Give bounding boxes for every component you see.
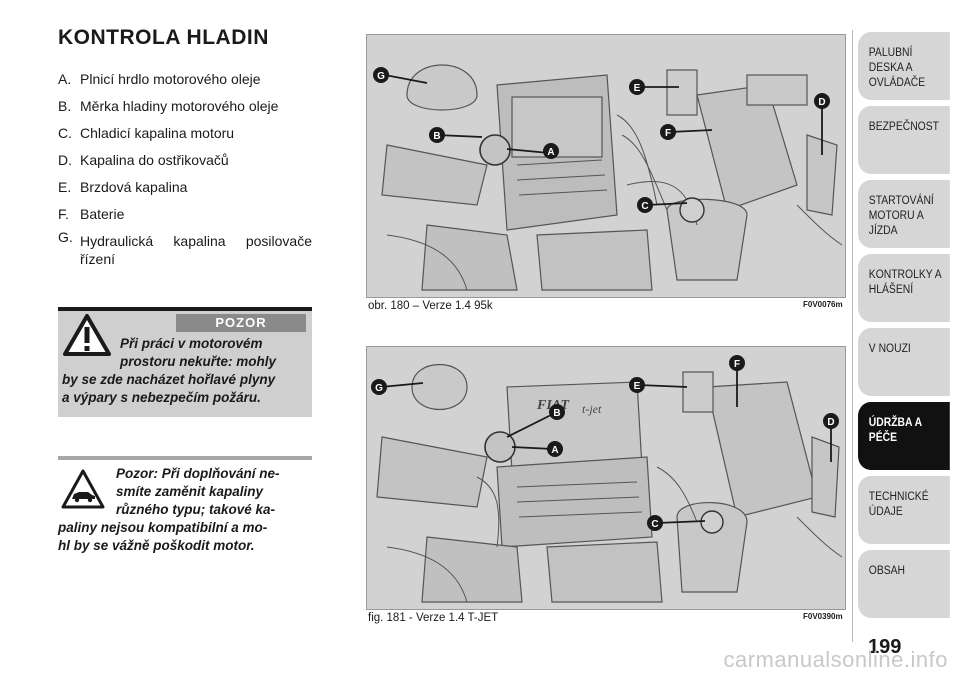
chapter-tabs: PALUBNÍ DESKA A OVLÁDAČE BEZPEČNOST STAR… [858, 32, 960, 624]
figure-180-caption: obr. 180 – Verze 1.4 95k [368, 300, 493, 312]
engine-script: t-jet [582, 402, 602, 416]
callout-a: A [547, 147, 554, 158]
callout-d: D [818, 97, 825, 108]
danger-triangle-icon [63, 314, 111, 356]
tab-contents[interactable]: OBSAH [858, 550, 950, 618]
callout-b-2: B [553, 408, 560, 419]
page-number: 199 [868, 636, 902, 658]
figure-180-code: F0V0076m [803, 300, 843, 309]
callout-c: C [641, 201, 648, 212]
figure-181-code: F0V0390m [803, 612, 843, 621]
tab-dashboard-controls[interactable]: PALUBNÍ DESKA A OVLÁDAČE [858, 32, 950, 100]
margin-divider [852, 30, 853, 642]
legend-item-f: F.Baterie [58, 206, 125, 222]
car-warning-icon [61, 469, 105, 509]
components-legend: A.Plnicí hrdlo motorového oleje B.Měrka … [58, 66, 312, 268]
legend-item-d: D.Kapalina do ostřikovačů [58, 152, 229, 168]
tab-emergency[interactable]: V NOUZI [858, 328, 950, 396]
callout-g-2: G [375, 383, 383, 394]
legend-item-b: B.Měrka hladiny motorového oleje [58, 98, 279, 114]
warning-label: POZOR [176, 314, 306, 332]
callout-f-2: F [734, 359, 740, 370]
warning-text: Při práci v motorovém prostoru nekuřte: … [62, 336, 277, 405]
callout-g: G [377, 71, 385, 82]
legend-item-a: A.Plnicí hrdlo motorového oleje [58, 71, 261, 87]
tab-starting-driving[interactable]: STARTOVÁNÍ MOTORU A JÍZDA [858, 180, 950, 248]
tab-maintenance-care[interactable]: ÚDRŽBA A PÉČE [858, 402, 950, 470]
watermark-text: carmanualsonline.info [723, 647, 948, 672]
legend-item-g: G.Hydraulická kapalina posilovače řízení [58, 229, 312, 267]
danger-warning-box: POZOR Při práci v motorovém prostoru nek… [58, 307, 312, 417]
callout-d-2: D [827, 417, 834, 428]
legend-item-e: E.Brzdová kapalina [58, 179, 188, 195]
caution-note: Pozor: Při doplňování ne- smíte zaměnit … [58, 456, 312, 555]
page-title: KONTROLA HLADIN [58, 26, 269, 49]
engine-bay-illustration-95k: G B A C D E F [366, 34, 846, 298]
caution-text: Pozor: Při doplňování ne- smíte zaměnit … [58, 466, 280, 553]
callout-b: B [433, 131, 440, 142]
callout-a-2: A [551, 445, 558, 456]
tab-warning-lights[interactable]: KONTROLKY A HLÁŠENÍ [858, 254, 950, 322]
legend-item-c: C.Chladicí kapalina motoru [58, 125, 235, 141]
figure-181-caption: fig. 181 - Verze 1.4 T-JET [368, 612, 499, 624]
engine-bay-illustration-tjet: FIAT t-jet G B A [366, 346, 846, 610]
callout-e: E [634, 83, 641, 94]
caution-rule [58, 456, 312, 460]
tab-safety[interactable]: BEZPEČNOST [858, 106, 950, 174]
callout-e-2: E [634, 381, 641, 392]
tab-technical-data[interactable]: TECHNICKÉ ÚDAJE [858, 476, 950, 544]
callout-f: F [665, 128, 671, 139]
callout-c-2: C [651, 519, 658, 530]
warning-rule [58, 307, 312, 311]
